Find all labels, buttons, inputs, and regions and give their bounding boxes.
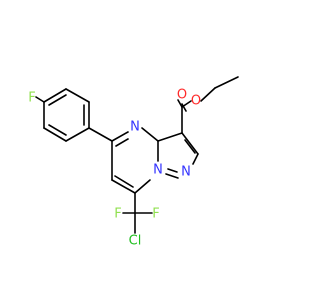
difluoro-right-label: F [152,207,159,222]
bond [177,99,183,108]
difluoro-left-label: F [114,207,121,222]
bond [141,127,159,142]
bond [134,179,151,194]
bond-inner [167,168,178,173]
pyrazole-nitrogen-label: N [181,165,191,180]
bond [111,179,136,194]
bond [65,127,90,142]
bond [181,132,199,155]
bond-inner [48,94,67,106]
carbonyl-oxygen-label: O [177,88,187,103]
bond [165,173,179,179]
bond [111,131,129,142]
bond-inner [184,139,196,154]
bond [43,88,67,103]
bond-inner [181,103,187,112]
pyrimidine-nitrogen-label: N [130,120,140,135]
bond [43,127,67,142]
structure-diagram: F N N N O O F F Cl [28,76,239,249]
bridgehead-nitrogen-label: N [153,163,163,178]
bond-inner [114,175,134,188]
bond [214,76,239,89]
bond [88,127,113,142]
chlorine-atom-label: Cl [129,234,142,249]
bond [200,87,216,102]
bond [35,96,45,103]
fluorine-atom-label: F [28,91,35,106]
bond [192,153,199,165]
bond [157,132,183,142]
ether-oxygen-label: O [191,94,201,109]
bond [65,88,90,103]
bond-inner [48,124,67,136]
molecule-canvas: F N N N O O F F Cl [28,76,239,249]
bond-inner [115,138,129,147]
